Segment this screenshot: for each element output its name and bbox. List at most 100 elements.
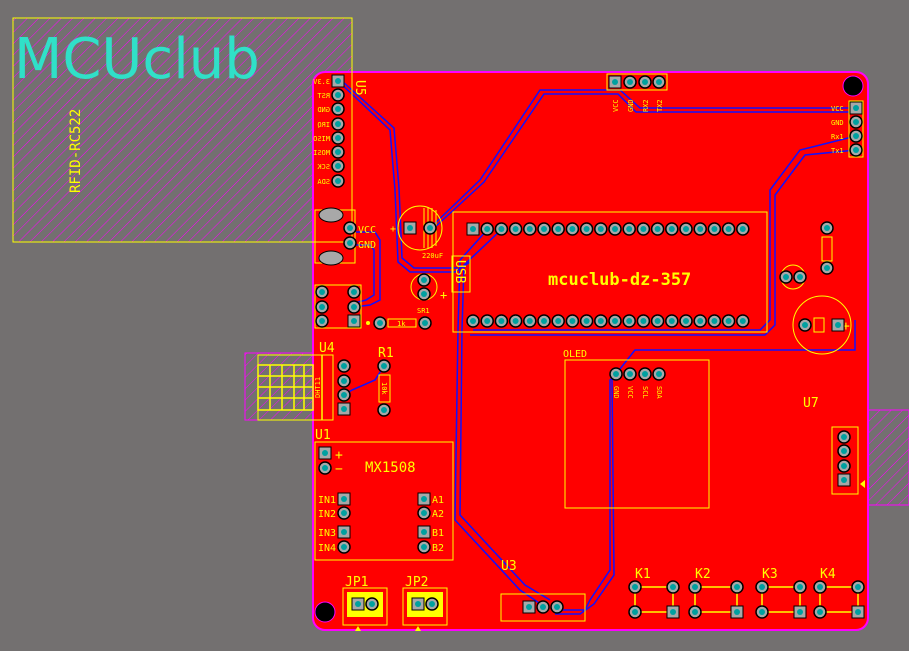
key-pin[interactable]	[688, 580, 702, 594]
jumper-outline[interactable]	[402, 587, 448, 626]
u7-pin[interactable]	[837, 430, 851, 444]
mount-pad[interactable]	[318, 250, 344, 266]
top-connector-pin[interactable]	[608, 75, 622, 89]
key-outline[interactable]	[819, 586, 859, 613]
jumper-pin[interactable]	[351, 597, 365, 611]
mcu-outline[interactable]	[452, 211, 768, 333]
mcu-header-pin[interactable]	[480, 314, 494, 328]
mcu-header-pin[interactable]	[707, 314, 722, 328]
resistor-1k-pin[interactable]	[373, 316, 387, 330]
key-pin[interactable]	[755, 580, 769, 594]
right-connector-pin[interactable]	[849, 129, 863, 143]
u7-pin[interactable]	[837, 459, 851, 473]
mcu-header-pin[interactable]	[466, 222, 480, 236]
mx1508-input-pin[interactable]	[337, 525, 351, 539]
mx1508-power-pin[interactable]	[318, 461, 332, 475]
top-connector-pin[interactable]	[652, 75, 666, 89]
oled-outline[interactable]	[564, 359, 710, 509]
oled-pin[interactable]	[609, 367, 623, 381]
mcu-header-pin[interactable]	[608, 314, 622, 328]
mcu-header-pin[interactable]	[537, 222, 551, 236]
mcu-header-pin[interactable]	[721, 222, 736, 236]
u5-pin[interactable]	[331, 117, 345, 131]
mcu-header-pin[interactable]	[508, 222, 523, 236]
u7-pin[interactable]	[837, 473, 851, 487]
jumper-outline[interactable]	[342, 587, 388, 626]
key-pin[interactable]	[793, 580, 807, 594]
small-part-pin[interactable]	[417, 287, 431, 301]
mcu-header-pin[interactable]	[551, 314, 565, 328]
transistor-pin[interactable]	[779, 270, 793, 284]
cap-pin[interactable]	[403, 221, 417, 235]
mcu-header-pin[interactable]	[565, 222, 580, 236]
mx1508-output-pin[interactable]	[417, 525, 431, 539]
u3-pin[interactable]	[522, 600, 536, 614]
u5-pin[interactable]	[331, 74, 345, 88]
key-outline[interactable]	[694, 586, 738, 613]
switch-pin[interactable]	[347, 300, 361, 314]
mx1508-outline[interactable]	[314, 441, 454, 561]
mx1508-output-pin[interactable]	[417, 540, 431, 554]
key-pin[interactable]	[851, 605, 865, 619]
mcu-header-pin[interactable]	[622, 222, 636, 236]
u5-pin[interactable]	[331, 102, 345, 116]
key-outline[interactable]	[761, 586, 801, 613]
resistor-1k-pin[interactable]	[418, 316, 432, 330]
mx1508-input-pin[interactable]	[337, 506, 351, 520]
mcu-header-pin[interactable]	[679, 222, 693, 236]
u5-pin[interactable]	[331, 88, 345, 102]
mcu-header-pin[interactable]	[537, 314, 551, 328]
key-pin[interactable]	[688, 605, 702, 619]
mcu-header-pin[interactable]	[721, 314, 736, 328]
dht11-pin[interactable]	[337, 359, 351, 373]
mcu-header-pin[interactable]	[707, 222, 722, 236]
mx1508-output-pin[interactable]	[417, 492, 431, 506]
mcu-header-pin[interactable]	[693, 222, 707, 236]
key-pin[interactable]	[666, 580, 680, 594]
cap-pin[interactable]	[423, 221, 437, 235]
mcu-header-pin[interactable]	[523, 314, 537, 328]
u7-outline[interactable]	[831, 426, 859, 495]
u5-gnd-pad[interactable]	[343, 236, 357, 250]
mcu-header-pin[interactable]	[579, 314, 594, 328]
mcu-header-pin[interactable]	[494, 222, 509, 236]
mcu-header-pin[interactable]	[679, 314, 693, 328]
key-pin[interactable]	[666, 605, 680, 619]
key-pin[interactable]	[813, 580, 827, 594]
jumper-pin[interactable]	[425, 597, 439, 611]
mcu-header-pin[interactable]	[594, 222, 608, 236]
oled-pin[interactable]	[652, 367, 666, 381]
mcu-header-pin[interactable]	[494, 314, 509, 328]
mcu-header-pin[interactable]	[579, 222, 594, 236]
right-connector-pin[interactable]	[849, 115, 863, 129]
mcu-header-pin[interactable]	[594, 314, 608, 328]
jumper-pin[interactable]	[365, 597, 379, 611]
top-connector-pin[interactable]	[623, 75, 637, 89]
u5-pin[interactable]	[331, 131, 345, 145]
u5-pin[interactable]	[331, 174, 345, 188]
mcu-header-pin[interactable]	[736, 222, 750, 236]
mcu-header-pin[interactable]	[608, 222, 622, 236]
mx1508-input-pin[interactable]	[337, 492, 351, 506]
mcu-header-pin[interactable]	[551, 222, 565, 236]
mcu-header-pin[interactable]	[466, 314, 480, 328]
mcu-header-pin[interactable]	[480, 222, 494, 236]
switch-pin[interactable]	[347, 285, 361, 299]
switch-pin[interactable]	[315, 285, 329, 299]
key-outline[interactable]	[634, 586, 674, 613]
mcu-header-pin[interactable]	[636, 314, 651, 328]
switch-pin[interactable]	[347, 314, 361, 328]
u5-vcc-pad[interactable]	[343, 221, 357, 235]
mcu-header-pin[interactable]	[665, 314, 679, 328]
top-connector-pin[interactable]	[638, 75, 652, 89]
switch-pin[interactable]	[315, 314, 329, 328]
mcu-header-pin[interactable]	[736, 314, 750, 328]
u5-pin[interactable]	[331, 159, 345, 173]
mcu-header-pin[interactable]	[622, 314, 636, 328]
transistor-pin[interactable]	[793, 270, 807, 284]
u3-pin[interactable]	[550, 600, 564, 614]
mx1508-input-pin[interactable]	[337, 540, 351, 554]
jumper-pin[interactable]	[411, 597, 425, 611]
